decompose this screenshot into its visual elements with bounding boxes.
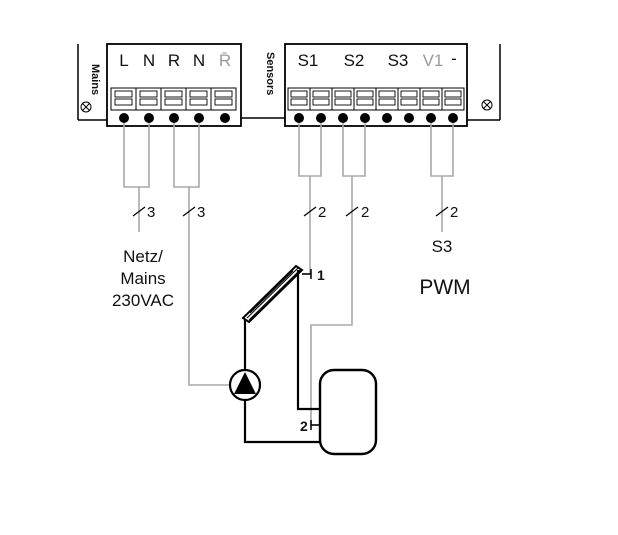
pwm-label: PWM bbox=[419, 276, 470, 299]
s3-label: S3 bbox=[432, 237, 453, 256]
sensors-terminal-s3: S3 bbox=[388, 51, 409, 70]
s2-cable-count: 2 bbox=[361, 204, 369, 221]
mains-left-cable-count: 3 bbox=[147, 204, 155, 221]
mains-terminal-n: N bbox=[143, 51, 155, 70]
mains-side-label: Mains bbox=[89, 64, 101, 95]
s1-cable-count: 2 bbox=[318, 204, 326, 221]
pwm-cable-count: 2 bbox=[450, 204, 458, 221]
tank-sensor-marker bbox=[310, 420, 320, 430]
sensors-terminal-s2: S2 bbox=[344, 51, 365, 70]
screw-icon bbox=[80, 101, 92, 113]
sensors-terminal-block bbox=[287, 87, 465, 111]
screw-icon bbox=[481, 99, 493, 111]
sensors-terminal-dots bbox=[294, 113, 458, 123]
mains-label-line1: Netz/ bbox=[123, 247, 163, 266]
collector-sensor-marker bbox=[302, 269, 312, 279]
mains-label-line3: 230VAC bbox=[112, 291, 174, 310]
mains-terminal-r-bar: R̄ bbox=[219, 51, 231, 70]
cable-ticks bbox=[132, 206, 449, 217]
mains-terminal-n2: N bbox=[193, 51, 205, 70]
mains-terminal-dots bbox=[119, 113, 230, 123]
solar-collector-icon bbox=[241, 264, 304, 324]
sensors-side-label: Sensors bbox=[264, 52, 276, 95]
mains-right-cable-count: 3 bbox=[197, 204, 205, 221]
sensors-terminal-s1: S1 bbox=[298, 51, 319, 70]
mains-terminal-block bbox=[110, 87, 237, 111]
sensors-panel: Sensors S1 S2 S3 V1 - bbox=[264, 43, 501, 127]
mains-terminal-l: L bbox=[119, 51, 128, 70]
tank-sensor-label: 2 bbox=[300, 418, 308, 434]
collector-sensor-label: 1 bbox=[317, 267, 325, 283]
pump-icon bbox=[228, 368, 262, 402]
sensors-terminal-v1: V1 bbox=[423, 51, 444, 70]
storage-tank-icon bbox=[318, 368, 378, 456]
hydraulic-pipes bbox=[243, 270, 320, 444]
mains-terminal-r: R bbox=[168, 51, 180, 70]
mains-label-line2: Mains bbox=[120, 269, 165, 288]
sensors-terminal-minus: - bbox=[451, 49, 457, 68]
mains-panel: Mains L N R N R̄ bbox=[77, 43, 242, 127]
